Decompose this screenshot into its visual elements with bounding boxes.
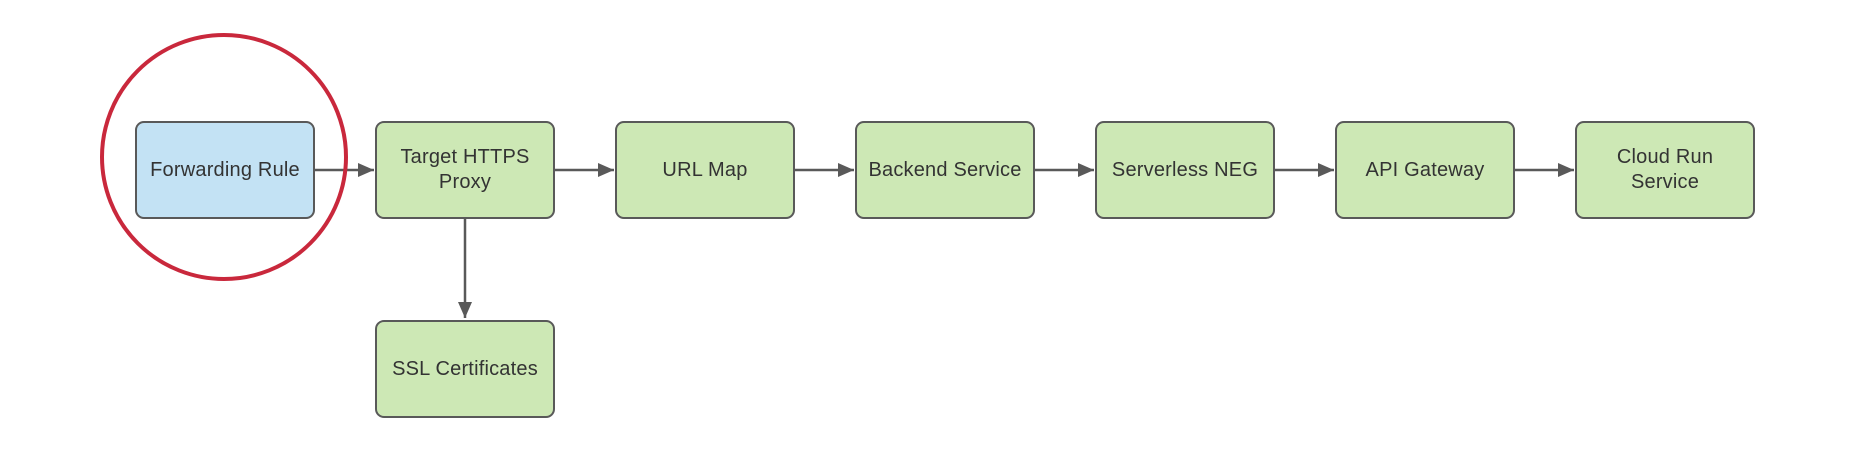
- node-api-gateway: API Gateway: [1335, 121, 1515, 219]
- node-target-https-proxy: Target HTTPS Proxy: [375, 121, 555, 219]
- node-forwarding-rule-label: Forwarding Rule: [150, 158, 300, 181]
- node-url-map: URL Map: [615, 121, 795, 219]
- node-target-https-proxy-label: Target HTTPS Proxy: [400, 146, 530, 193]
- node-url-map-label: URL Map: [662, 158, 748, 181]
- node-serverless-neg-label: Serverless NEG: [1111, 158, 1259, 181]
- node-forwarding-rule: Forwarding Rule: [135, 121, 315, 219]
- node-backend-service-label: Backend Service: [868, 158, 1022, 181]
- node-cloud-run-service: Cloud Run Service: [1575, 121, 1755, 219]
- node-ssl-certificates-label: SSL Certificates: [392, 357, 538, 380]
- node-backend-service: Backend Service: [855, 121, 1035, 219]
- node-api-gateway-label: API Gateway: [1365, 158, 1485, 181]
- node-cloud-run-service-label: Cloud Run Service: [1616, 146, 1714, 193]
- node-ssl-certificates: SSL Certificates: [375, 320, 555, 418]
- node-serverless-neg: Serverless NEG: [1095, 121, 1275, 219]
